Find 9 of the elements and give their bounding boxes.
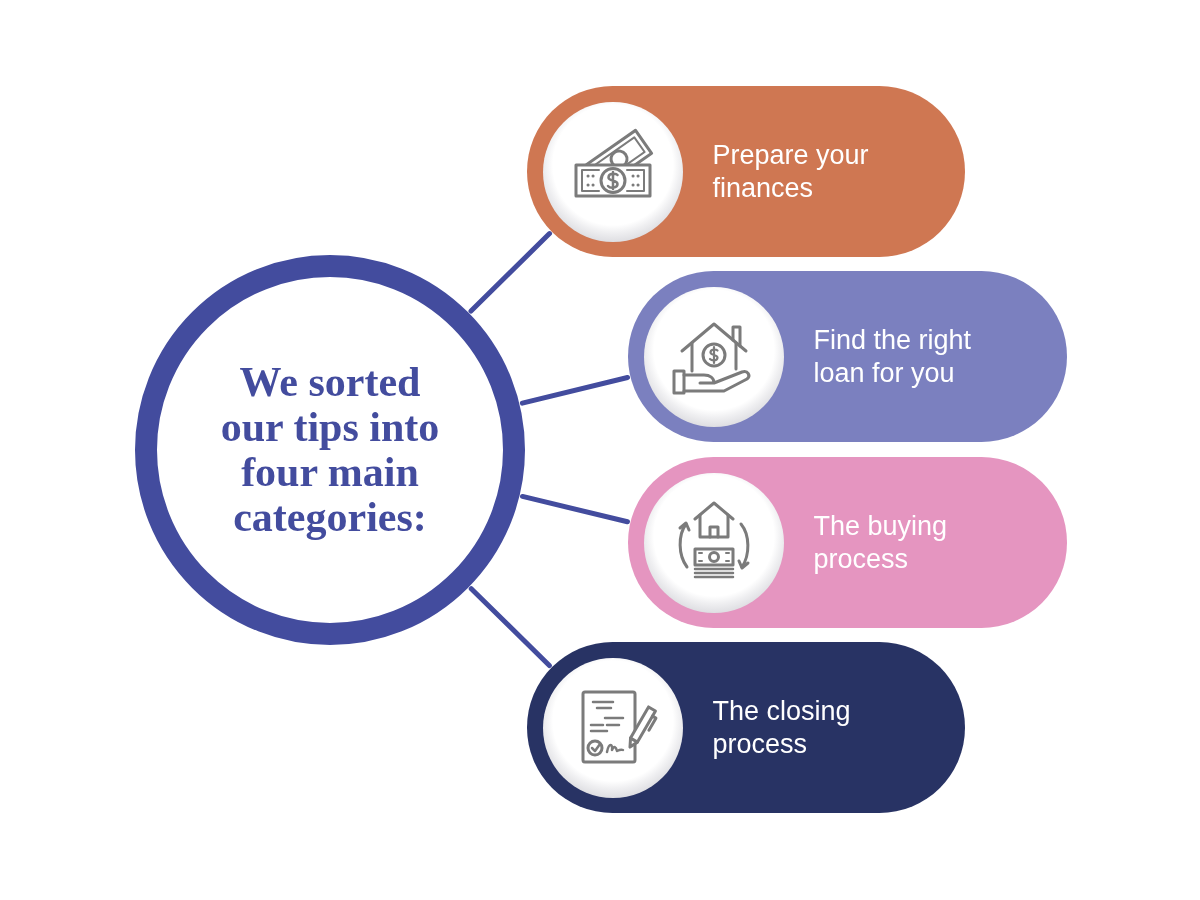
category-label: Prepare your finances [712,138,870,205]
hub-heading: We sorted our tips into four main categories: [219,360,441,540]
connector-line [519,374,631,406]
category-label: Find the right loan for you [813,323,973,390]
connector-line [468,231,552,314]
connector-line [520,493,630,525]
category-label: The buying process [813,509,949,576]
category-label: The closing process [712,694,852,761]
connector-line [468,586,552,668]
